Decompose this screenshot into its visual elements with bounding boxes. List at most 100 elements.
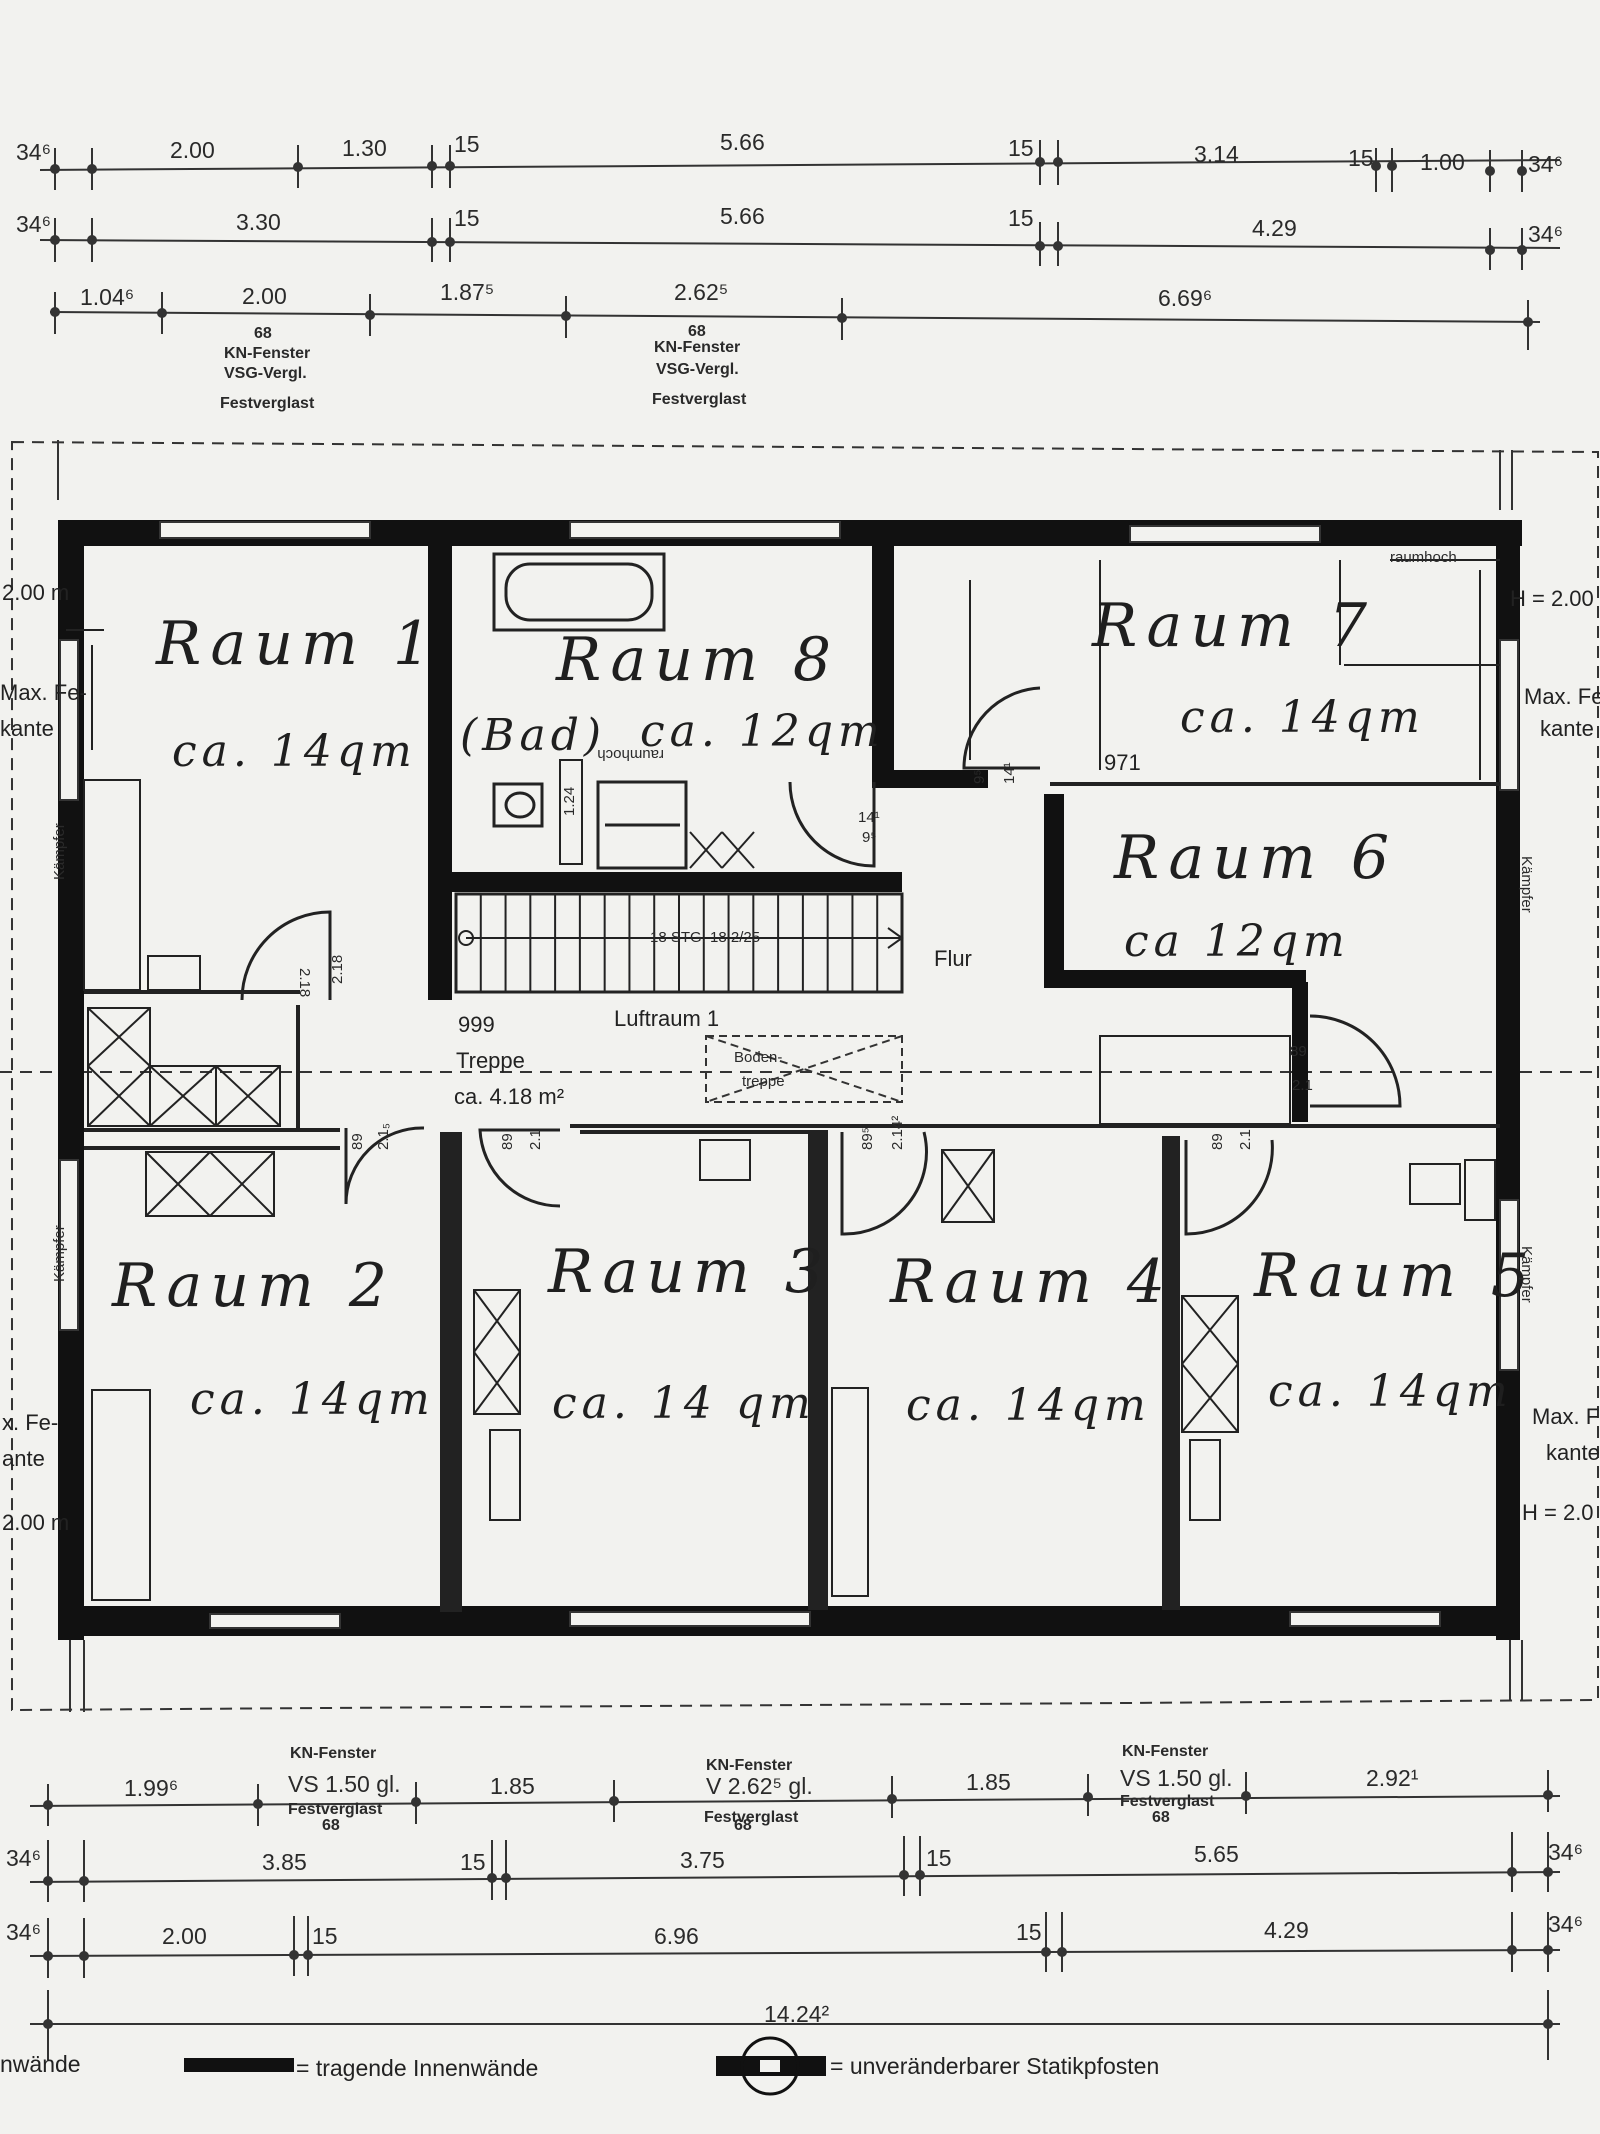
room-7-name: Raum 7 — [1091, 591, 1375, 661]
raumhoch-top: raumhoch — [1390, 549, 1457, 566]
room-6-area: ca 12qm — [1124, 916, 1350, 967]
bath-cabinet — [559, 759, 583, 865]
top-dimensions — [39, 140, 1561, 350]
bottom-dimensions — [29, 1770, 1561, 2060]
left-label-0: 2.00 m — [2, 580, 69, 605]
bottom-dimension-texts: 1.99⁶ 1.85 1.85 2.92¹ KN-Fenster VS 1.50… — [6, 1743, 1583, 2027]
door-dimension-labels: 2.18 2.18 89 2.1₅ 89 2.1 89⁵ 2.14² 89 2.… — [296, 762, 1313, 1150]
side-labels-right: H = 2.00 Max. Fe kante Kämpfer Kämpfer M… — [1510, 586, 1600, 1525]
top-dimension-texts: 34⁶ 2.00 1.30 15 5.66 15 3.14 15 1.00 34… — [16, 129, 1563, 412]
stairs-label: 18 STG. 18.2/25 — [650, 929, 760, 946]
right-label-0: H = 2.00 — [1510, 586, 1594, 611]
dim-top-3-2: 1.87⁵ — [440, 279, 494, 305]
interior-walls — [428, 544, 1308, 1122]
bath-x-marks — [689, 831, 755, 869]
legend-item-3: = unveränderbarer Statikpfosten — [830, 2053, 1159, 2079]
dim-top-1-1: 2.00 — [170, 137, 215, 163]
dim-bot-1-3: 2.92¹ — [1366, 1765, 1419, 1791]
dim-bot-2-5: 5.65 — [1194, 1841, 1239, 1867]
dim-total: 14.24² — [764, 2001, 830, 2027]
window-note-2-line2: VSG-Vergl. — [656, 361, 739, 378]
statikpfosten-icon — [716, 2036, 826, 2096]
dim-top-2-4: 15 — [1008, 205, 1034, 231]
room-3-name: Raum 3 — [547, 1237, 831, 1307]
door-label-10: 9⁵ — [971, 769, 988, 784]
dim-bot-3-0: 34⁶ — [6, 1919, 41, 1945]
dim-bot-2-4: 15 — [926, 1845, 952, 1871]
dim-bot-2-1: 3.85 — [262, 1849, 307, 1875]
window-note-1-line1: KN-Fenster — [224, 345, 310, 362]
outer-windows — [59, 521, 1519, 1629]
bot-window-1-size-line: VS 1.50 gl. — [288, 1771, 401, 1797]
dim-bot-3-2: 15 — [312, 1923, 338, 1949]
dim-top-1-3: 15 — [454, 131, 480, 157]
room-2-area: ca. 14qm — [190, 1374, 435, 1425]
dim-top-3-3: 2.62⁵ — [674, 279, 728, 305]
right-label-3: Kämpfer — [1518, 856, 1535, 913]
dim-bot-2-6: 34⁶ — [1548, 1839, 1583, 1865]
dim-top-2-1: 3.30 — [236, 209, 281, 235]
bot-window-3-title: KN-Fenster — [1122, 1743, 1208, 1760]
dim-top-1-0: 34⁶ — [16, 139, 51, 165]
bot-window-2-size: 68 — [734, 1817, 752, 1834]
right-label-1: Max. Fe — [1524, 684, 1600, 709]
dim-bot-3-5: 4.29 — [1264, 1917, 1309, 1943]
dim-top-1-8: 1.00 — [1420, 149, 1465, 175]
label-971: 971 — [1104, 750, 1141, 775]
room-4-name: Raum 4 — [889, 1247, 1173, 1317]
dim-top-1-5: 15 — [1008, 135, 1034, 161]
door-label-13: 9⁵ — [862, 829, 877, 846]
legend-item-2: = tragende Innenwände — [296, 2055, 538, 2081]
door-label-15: 2.1 — [1292, 1077, 1313, 1094]
bodentreppe-label-1: Boden- — [734, 1049, 782, 1066]
door-label-8: 89 — [1209, 1133, 1226, 1150]
dim-bot-2-0: 34⁶ — [6, 1845, 41, 1871]
door-label-5: 2.1 — [527, 1129, 544, 1150]
side-labels-left: 2.00 m Max. Fe- kante Kämpfer Kämpfer x.… — [0, 580, 87, 1535]
dim-bot-2-3: 3.75 — [680, 1847, 725, 1873]
dim-top-2-6: 34⁶ — [1528, 221, 1563, 247]
window-note-2-size: 68 — [688, 323, 706, 340]
left-label-3: Kämpfer — [51, 823, 68, 880]
bot-window-2-size-line: V 2.62⁵ gl. — [706, 1773, 813, 1799]
dim-top-1-7: 15 — [1348, 145, 1374, 171]
bot-window-1-sub: Festverglast — [288, 1801, 383, 1818]
bot-window-2-sub: Festverglast — [704, 1809, 799, 1826]
flur-label: Flur — [934, 946, 972, 971]
window-note-1-size: 68 — [254, 325, 272, 342]
legend-wall-swatch — [184, 2058, 294, 2072]
door-label-1: 2.18 — [329, 955, 346, 984]
dim-top-2-0: 34⁶ — [16, 211, 51, 237]
interior-thin-walls — [84, 782, 1500, 1150]
dim-bot-3-4: 15 — [1016, 1919, 1042, 1945]
storage-crosses — [87, 1007, 1239, 1433]
dim-top-3-0: 1.04⁶ — [80, 284, 134, 310]
bot-window-1-size: 68 — [322, 1817, 340, 1834]
room-5-name: Raum 5 — [1253, 1241, 1537, 1311]
room-3-area: ca. 14 qm — [552, 1378, 816, 1429]
window-note-1-line2: VSG-Vergl. — [224, 365, 307, 382]
door-label-9: 2.1 — [1237, 1129, 1254, 1150]
shower — [596, 780, 688, 870]
room-1-name: Raum 1 — [155, 609, 439, 679]
legend: nwände = tragende Innenwände = unverände… — [0, 2036, 1159, 2096]
door-label-0: 2.18 — [296, 968, 313, 997]
left-label-1: Max. Fe- — [0, 680, 87, 705]
door-label-6: 89⁵ — [859, 1127, 876, 1150]
right-label-7: H = 2.0 — [1522, 1500, 1594, 1525]
legend-item-1: nwände — [0, 2051, 81, 2077]
dim-bot-1-1: 1.85 — [490, 1773, 535, 1799]
dim-top-3-1: 2.00 — [242, 283, 287, 309]
label-999: 999 — [458, 1012, 495, 1037]
room-8-name: Raum 8 — [555, 625, 839, 695]
door-swings — [240, 686, 1402, 1236]
room-7-area: ca. 14qm — [1180, 692, 1425, 743]
treppe-area-label: ca. 4.18 m² — [454, 1084, 564, 1109]
door-label-11: 14¹ — [1001, 762, 1018, 784]
dim-top-2-5: 4.29 — [1252, 215, 1297, 241]
bodentreppe-label-2: treppe — [742, 1073, 785, 1090]
room-1-area: ca. 14qm — [172, 726, 417, 777]
left-label-4: Kämpfer — [51, 1225, 68, 1282]
bot-window-1-title: KN-Fenster — [290, 1745, 376, 1762]
